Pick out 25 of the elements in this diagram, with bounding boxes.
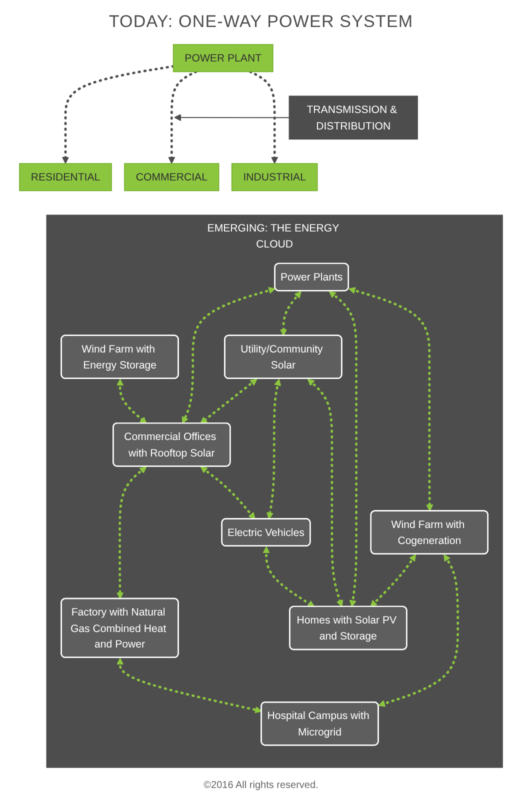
node-box: TRANSMISSION & DISTRIBUTION [288,96,418,140]
arrow [266,378,282,520]
arrow [182,287,276,424]
node-box: COMMERCIAL [124,163,220,192]
arrow [307,378,344,608]
arrow [370,554,416,608]
arrow [62,65,175,164]
copyright-notice: ©2016 All rights reserved. [204,780,318,791]
arrow [348,287,434,512]
arrow [174,114,290,122]
arrow [200,378,258,424]
node-box: INDUSTRIAL [231,163,318,192]
arrow [168,70,198,164]
arrow [249,70,278,164]
arrow [328,290,358,608]
arrow [116,466,147,600]
arrow [200,466,256,520]
arrow [262,546,315,608]
arrow [116,378,147,424]
arrow [116,658,262,714]
arrow [280,290,302,336]
node-box: RESIDENTIAL [19,163,112,192]
arrow [378,554,460,707]
section-heading: TODAY: ONE-WAY POWER SYSTEM [108,12,414,32]
node-box: POWER PLANT [172,44,274,72]
